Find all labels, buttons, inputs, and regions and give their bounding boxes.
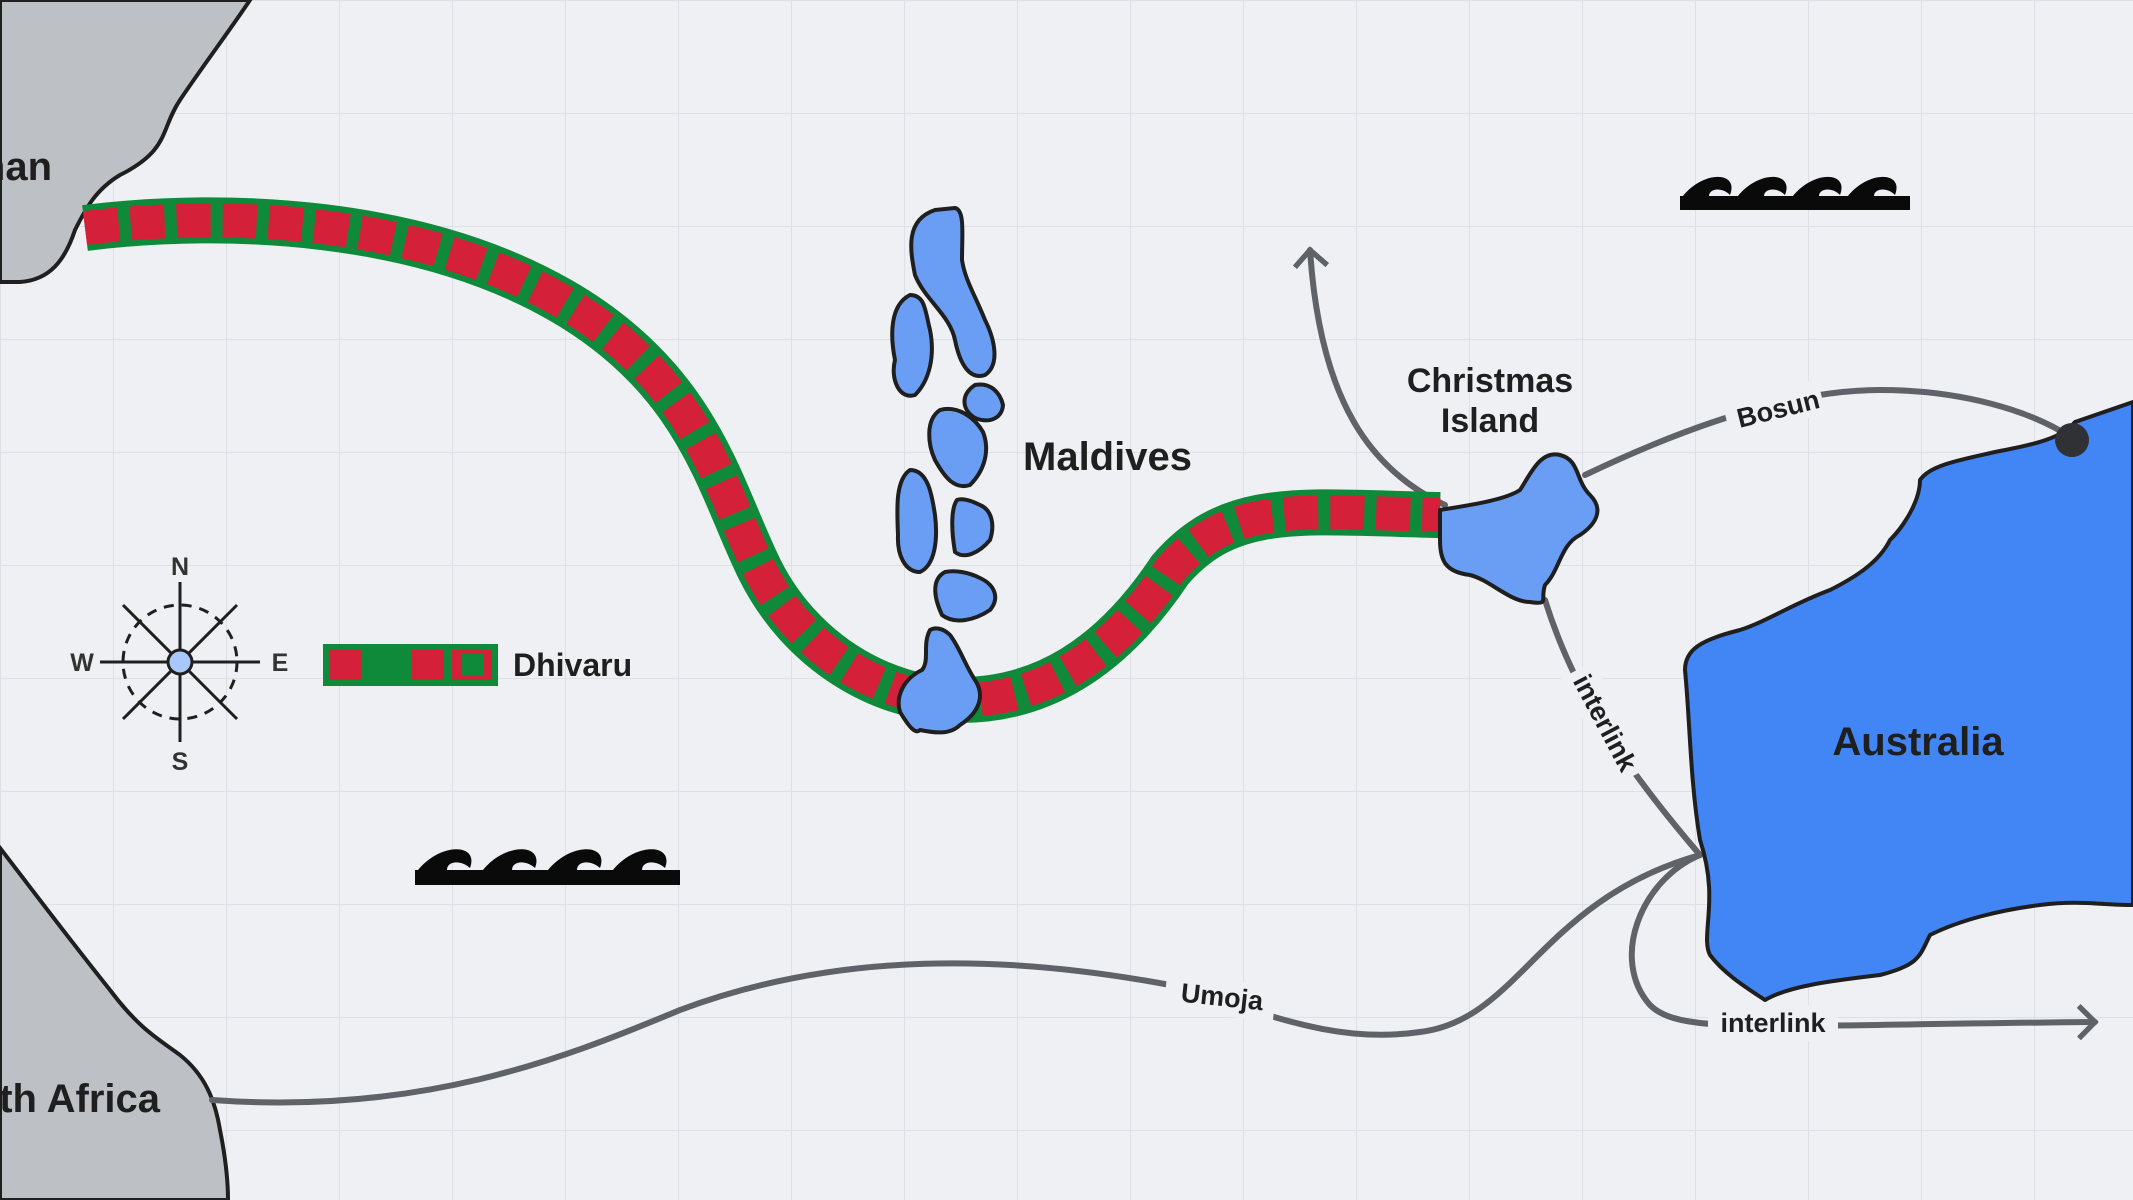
maldives-atoll-3 xyxy=(962,382,1005,423)
south-africa-label: South Africa xyxy=(0,1077,161,1121)
maldives-atoll-5 xyxy=(895,468,939,574)
interlink-south-route[interactable] xyxy=(1628,852,2095,1026)
umoja-route[interactable] xyxy=(209,852,1703,1106)
christmas-island-label-line2: Island xyxy=(1441,402,1539,440)
maldives-atoll-4 xyxy=(927,406,989,489)
legend: Dhivaru xyxy=(323,644,632,686)
christmas-island-label-line1: Christmas xyxy=(1407,362,1573,400)
compass-east-label: E xyxy=(272,649,289,677)
compass-center xyxy=(166,648,194,676)
christmas-island xyxy=(1438,452,1600,605)
south-africa-landmass xyxy=(0,844,231,1200)
australia-landmass xyxy=(1683,400,2133,1002)
australia-landing-point xyxy=(2055,423,2089,457)
oman-landmass xyxy=(0,0,253,284)
maldives-atoll-1 xyxy=(909,206,997,378)
maldives-atoll-2 xyxy=(890,293,934,398)
umoja-label-group: Umoja xyxy=(1163,974,1277,1022)
wave-decoration-top xyxy=(1680,176,1910,210)
compass-north-label: N xyxy=(171,553,189,581)
wave-decoration-bottom xyxy=(415,849,680,885)
maldives-atoll-6 xyxy=(950,497,995,558)
interlink-horizontal-label-group: interlink xyxy=(1708,1005,1838,1041)
maldives-label: Maldives xyxy=(1023,435,1192,479)
legend-dhivaru-label: Dhivaru xyxy=(513,647,632,683)
maldives-atoll-7 xyxy=(933,569,998,623)
compass-west-label: W xyxy=(70,649,94,677)
oman-label: Oman xyxy=(0,145,52,189)
australia-label: Australia xyxy=(1832,720,2004,764)
maldives-atoll-8 xyxy=(896,626,982,735)
bosun-route[interactable] xyxy=(1582,386,2075,478)
compass-south-label: S xyxy=(172,748,189,776)
christmas-north-route[interactable] xyxy=(1310,250,1448,508)
dhivaru-cable-pattern xyxy=(82,203,1441,718)
dhivaru-cable[interactable] xyxy=(82,197,1441,724)
interlink-horizontal-label: interlink xyxy=(1720,1008,1826,1038)
compass-rose xyxy=(100,582,260,742)
maldives-islands xyxy=(890,206,1005,735)
